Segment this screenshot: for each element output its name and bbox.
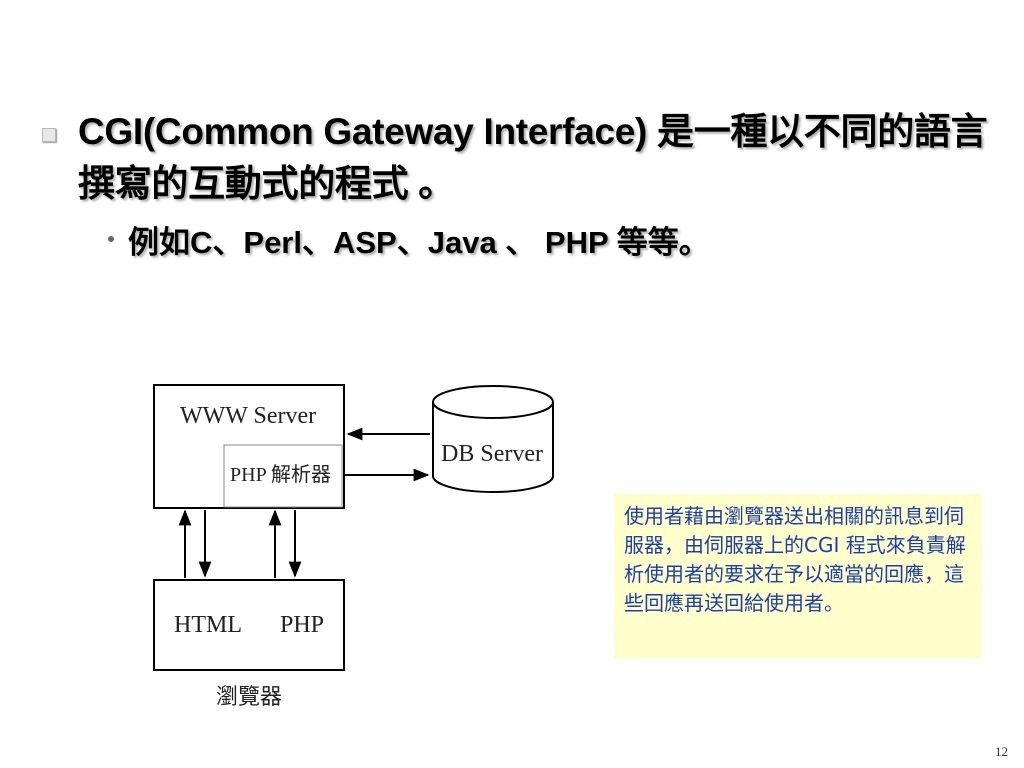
- www-server-label: WWW Server: [180, 403, 316, 429]
- callout-box: 使用者藉由瀏覽器送出相關的訊息到伺服器，由伺服器上的CGI 程式來負責解析使用者…: [614, 494, 982, 658]
- db-server-cylinder: [432, 385, 554, 493]
- php-label: PHP: [280, 612, 324, 638]
- browser-label: 瀏覽器: [216, 684, 282, 709]
- dot-bullet-icon: [108, 236, 114, 242]
- bullet-level1: CGI(Common Gateway Interface) 是一種以不同的語言撰…: [42, 106, 992, 210]
- db-server-label: DB Server: [441, 441, 543, 467]
- bullet-level2-text: 例如C、Perl、ASP、Java 、 PHP 等等。: [128, 225, 710, 260]
- callout-text: 使用者藉由瀏覽器送出相關的訊息到伺服器，由伺服器上的CGI 程式來負責解析使用者…: [624, 504, 966, 615]
- html-label: HTML: [174, 612, 242, 638]
- php-parser-box: [223, 444, 343, 508]
- php-parser-label: PHP 解析器: [230, 463, 331, 486]
- bullet-level1-text: CGI(Common Gateway Interface) 是一種以不同的語言撰…: [78, 111, 988, 204]
- page-number: 12: [995, 744, 1008, 759]
- bullet-level2: 例如C、Perl、ASP、Java 、 PHP 等等。: [108, 221, 988, 265]
- square-bullet-icon: [42, 128, 56, 142]
- cgi-architecture-diagram: WWW Server PHP 解析器 DB Server HTML PHP 瀏覽…: [153, 384, 554, 709]
- browser-box: [153, 579, 345, 671]
